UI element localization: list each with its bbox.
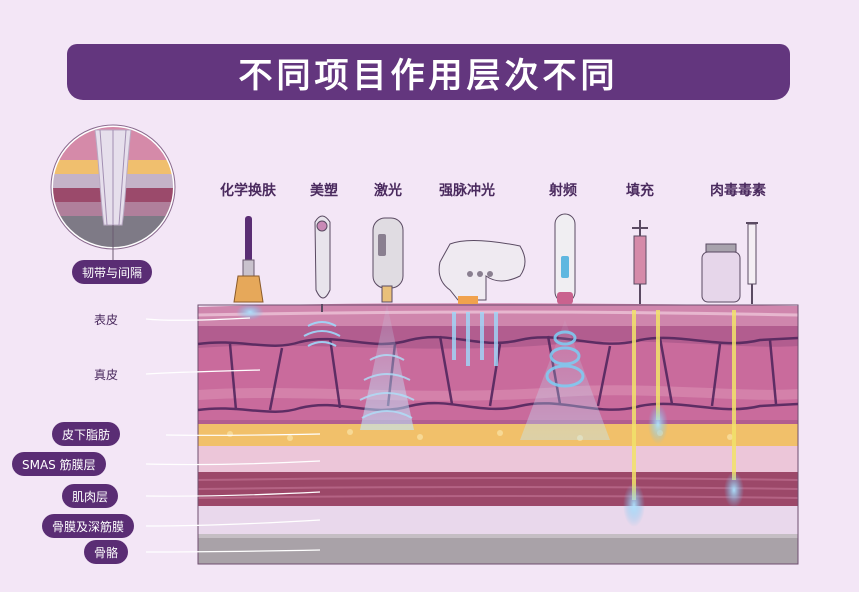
laser-handpiece-icon <box>359 217 415 430</box>
layer-label-periosteum: 骨膜及深筋膜 <box>42 514 135 538</box>
treatment-label-ipl: 强脉冲光 <box>439 183 495 199</box>
treatment-label-radiofrequency: 射频 <box>549 183 577 199</box>
brush-icon <box>233 216 264 320</box>
filler-syringe-icon <box>623 220 668 527</box>
layer-label-smas: SMAS 筋膜层 <box>12 452 106 476</box>
meso-pen-icon <box>303 215 341 347</box>
radiofrequency-device-icon <box>520 213 610 440</box>
inset-caption: 韧带与间隔 <box>72 260 153 284</box>
page-title: 不同项目作用层次不同 <box>238 55 619 96</box>
layer-label-muscle: 肌肉层 <box>62 484 119 508</box>
treatment-label-mesotherapy: 美塑 <box>310 183 338 199</box>
leader-lines <box>145 317 321 553</box>
treatment-label-laser: 激光 <box>374 183 402 199</box>
layer-label-bone: 骨骼 <box>84 540 129 564</box>
title-banner: 不同项目作用层次不同 <box>67 44 790 100</box>
dermal-vessels <box>197 335 799 413</box>
treatment-label-botox: 肉毒毒素 <box>710 183 766 199</box>
layer-label-epidermis: 表皮 <box>94 312 119 327</box>
ligament-inset <box>50 124 176 262</box>
botox-vial-syringe-icon <box>701 222 758 508</box>
ipl-device-icon <box>438 239 526 366</box>
treatment-label-chemical-peel: 化学换肤 <box>220 183 276 199</box>
layer-label-subcutaneous-fat: 皮下脂肪 <box>52 422 121 446</box>
layer-label-dermis: 真皮 <box>94 367 119 382</box>
treatment-label-filler: 填充 <box>626 183 654 199</box>
